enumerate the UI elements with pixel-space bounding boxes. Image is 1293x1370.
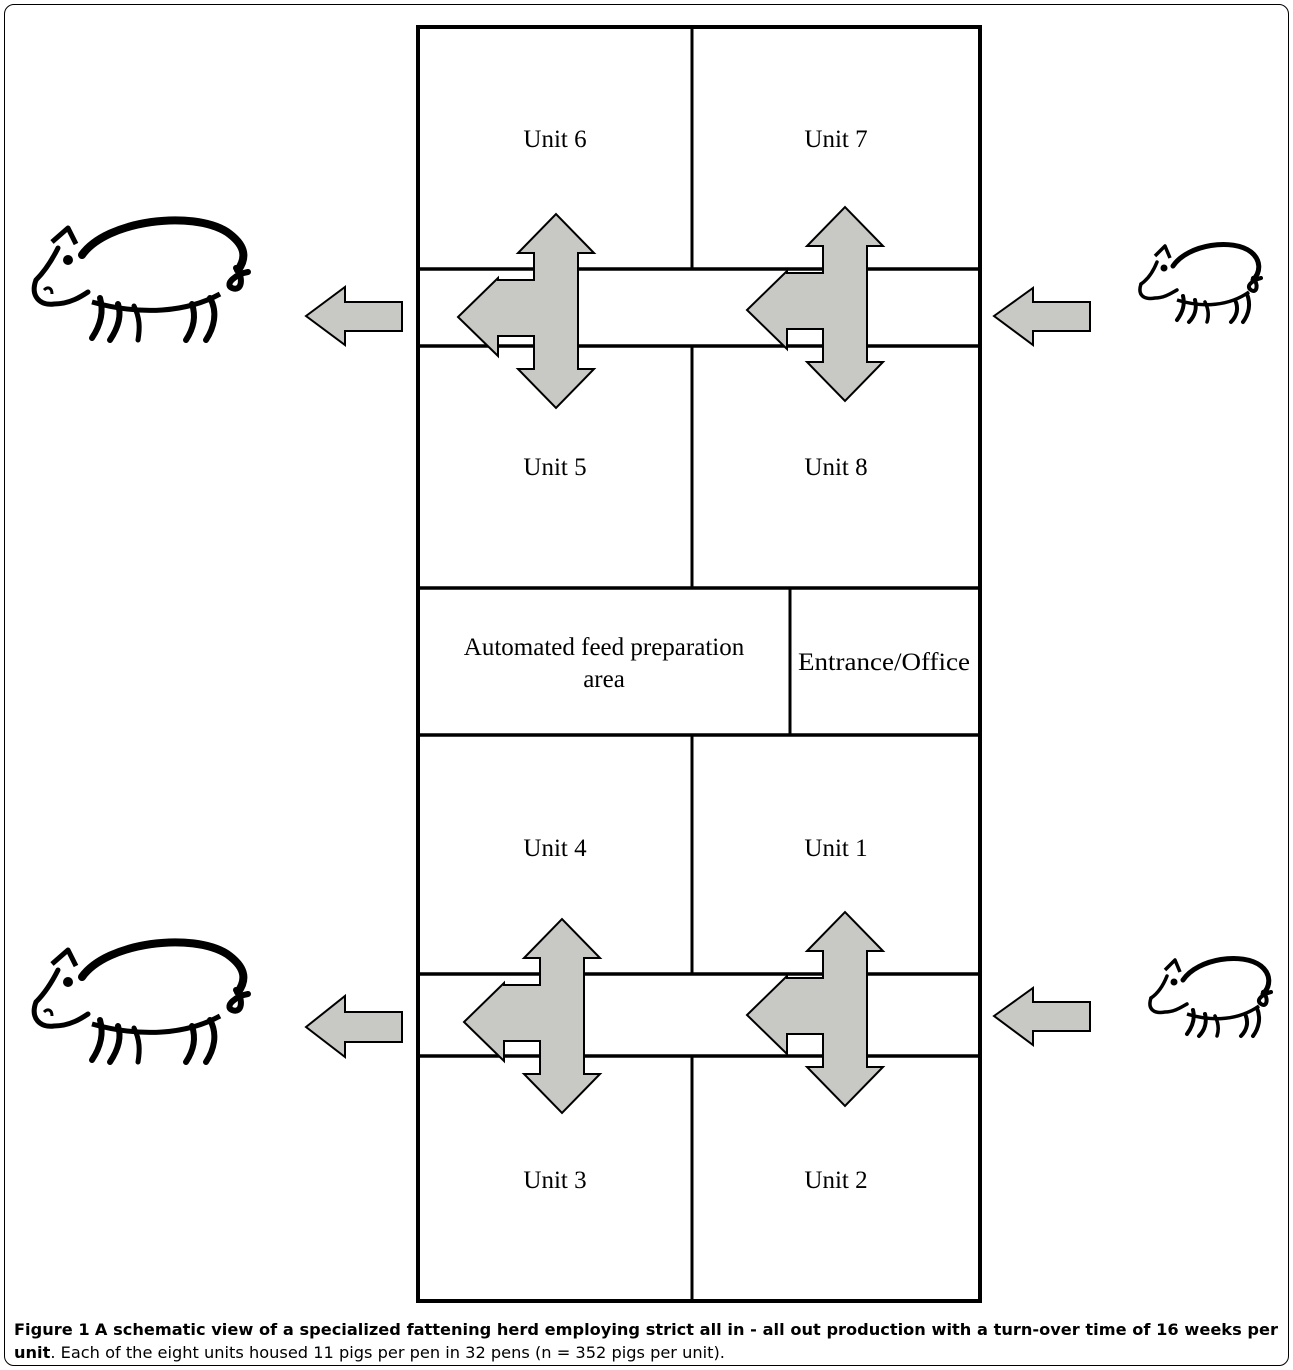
barn-diagram: Unit 6 Unit 7 Unit 5 Unit 8 Unit 4 Unit … <box>0 25 1293 1303</box>
three-way-arrow-icon <box>463 918 601 1114</box>
exit-arrow-icon <box>304 993 403 1060</box>
caption-text: . Each of the eight units housed 11 pigs… <box>50 1343 725 1362</box>
unit-1-label: Unit 1 <box>804 835 867 862</box>
corridor-bottom <box>416 972 982 1058</box>
three-way-arrow-icon <box>746 206 884 402</box>
office-label: Entrance/Office <box>798 649 970 676</box>
unit-5-label: Unit 5 <box>523 454 586 481</box>
unit-6-label: Unit 6 <box>523 126 586 153</box>
entry-arrow-icon <box>992 286 1091 347</box>
unit-4-label: Unit 4 <box>523 835 587 862</box>
figure-frame <box>4 4 1289 1366</box>
figure-caption: Figure 1 A schematic view of a specializ… <box>14 1318 1278 1364</box>
unit-2-label: Unit 2 <box>804 1167 867 1194</box>
exit-arrow-icon <box>304 285 403 347</box>
barn-building <box>416 25 982 1303</box>
unit-3-label: Unit 3 <box>523 1167 586 1194</box>
large-pig-icon <box>34 942 248 1062</box>
feed-area-label-line2: area <box>583 666 625 693</box>
unit-7-label: Unit 7 <box>804 126 867 153</box>
caption-title: A schematic view of a specialized fatten… <box>14 1320 1278 1362</box>
entry-arrow-icon <box>992 986 1091 1047</box>
three-way-arrow-icon <box>457 213 595 409</box>
corridor-top <box>416 267 982 348</box>
three-way-arrow-icon <box>746 911 884 1107</box>
unit-8-label: Unit 8 <box>804 454 867 481</box>
small-pig-icon <box>1150 958 1271 1036</box>
large-pig-icon <box>34 220 248 340</box>
feed-area-label-line1: Automated feed preparation <box>464 634 745 661</box>
caption-label: Figure 1 <box>14 1320 90 1339</box>
small-pig-icon <box>1140 244 1261 322</box>
